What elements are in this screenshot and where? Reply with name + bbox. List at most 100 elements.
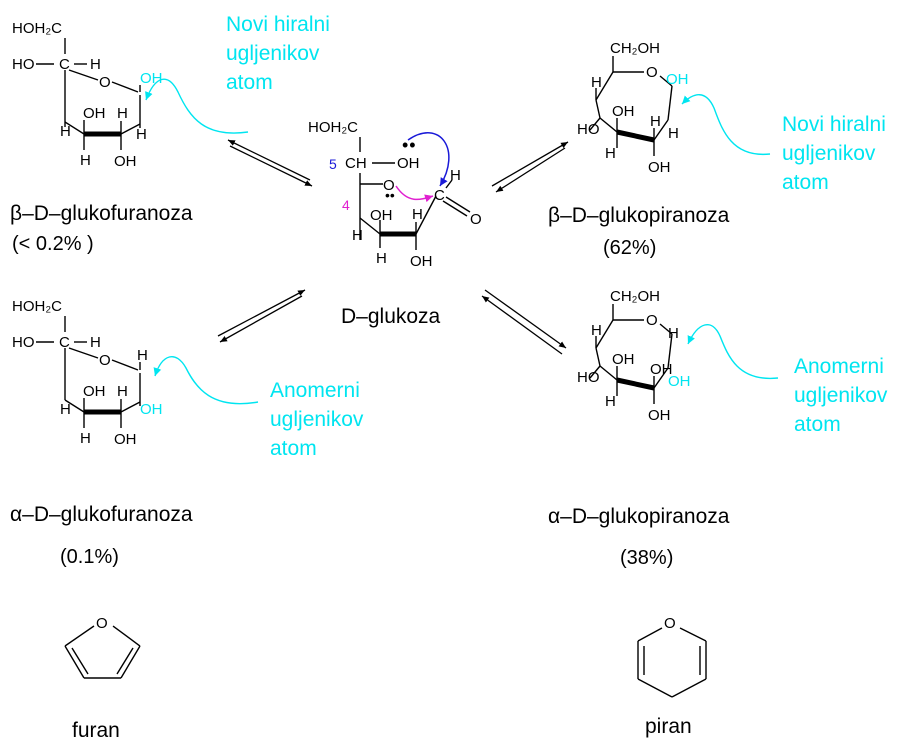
anomeric-oh-label: OH (668, 373, 691, 390)
alpha-glucopyranose-structure: CH₂OH O H HO OH H OH OH H OH (577, 288, 691, 424)
ring-oxygen: O (646, 312, 658, 329)
note-line: Anomerni (270, 379, 360, 402)
h-label: H (650, 113, 661, 130)
oh-label: OH (612, 351, 635, 368)
furan-label: furan (72, 719, 120, 740)
oh-label: OH (648, 407, 671, 424)
equilibrium-arrow-to-alpha-furanose (217, 289, 306, 343)
h-label: H (90, 334, 101, 351)
ch-label: CH (345, 155, 367, 172)
beta-furanose-pointer-arrow (145, 78, 249, 134)
ring-oxygen: O (664, 615, 676, 632)
h-label: H (90, 56, 101, 73)
note-line: ugljenikov (270, 408, 364, 431)
pyran-ring: O (637, 615, 707, 698)
equilibrium-arrow-to-beta-pyranose (491, 141, 569, 193)
h-label: H (668, 125, 679, 142)
h-label: H (117, 383, 128, 400)
h-label: H (136, 126, 147, 143)
oh-label: OH (83, 105, 106, 122)
note-line: Novi hiralni (782, 113, 886, 136)
ho-label: HO (12, 334, 35, 351)
ring-oxygen: O (646, 64, 658, 81)
d-glucose-name: D–glukoza (341, 305, 441, 328)
anomeric-oh-label: OH (140, 401, 163, 418)
h-label: H (117, 105, 128, 122)
beta-pyranose-pointer-arrow (681, 94, 771, 155)
ho-label: HO (577, 121, 600, 138)
h-label: H (412, 206, 423, 223)
note-line: atom (794, 413, 841, 436)
beta-pyranose-percent: (62%) (603, 237, 656, 259)
h-label: H (450, 167, 461, 184)
oh-label: OH (410, 253, 433, 270)
ring-oxygen: O (96, 615, 108, 632)
hydroxyl-oh-label: OH (397, 155, 420, 172)
alpha-furanose-name: α–D–glukofuranoza (10, 503, 193, 526)
beta-glucopyranose-structure: CH₂OH O H HO OH H H OH OH H (577, 40, 689, 176)
oh-label: OH (114, 153, 137, 170)
furan-ring: O (64, 615, 141, 679)
beta-furanose-name: β–D–glukofuranoza (10, 202, 193, 225)
note-line: atom (270, 437, 317, 460)
c-label: C (59, 56, 70, 73)
hoh2c-label: HOH₂C (12, 20, 62, 37)
alpha-pyranose-percent: (38%) (620, 547, 673, 569)
h-label: H (352, 227, 363, 244)
note-line: ugljenikov (782, 142, 876, 165)
carbon-5-number: 5 (329, 156, 337, 172)
ho-label: HO (577, 369, 600, 386)
ring-oxygen: O (99, 74, 111, 91)
oh-label: OH (370, 207, 393, 224)
alpha-pyranose-name: α–D–glukopiranoza (548, 505, 730, 528)
lone-pair-dots: •• (385, 187, 395, 203)
d-glucose-open-chain-structure: HOH₂C 5 CH OH •• O •• 4 H OH H H OH C H … (308, 119, 482, 270)
h-label: H (605, 145, 616, 162)
note-line: Anomerni (794, 355, 884, 378)
note-line: ugljenikov (226, 42, 320, 65)
alpha-glucofuranose-structure: HOH₂C HO C H O H OH H H OH H OH (12, 298, 163, 448)
hoh2c-label: HOH₂C (308, 119, 358, 136)
beta-pyranose-name: β–D–glukopiranoza (548, 204, 730, 227)
h-label: H (80, 430, 91, 447)
oh-label: OH (648, 159, 671, 176)
equilibrium-arrow-to-alpha-pyranose (481, 289, 567, 355)
h-label: H (80, 152, 91, 169)
blue-electron-arrow (407, 132, 450, 187)
oh-label: OH (114, 431, 137, 448)
h-label: H (591, 74, 602, 91)
alpha-pyranose-pointer-arrow (687, 324, 779, 380)
ch2oh-label: CH₂OH (610, 288, 660, 305)
oh-label: OH (650, 361, 673, 378)
alpha-furanose-pointer-arrow (153, 356, 259, 405)
anomeric-oh-label: OH (140, 70, 163, 87)
h-label: H (60, 123, 71, 140)
lone-pair-dots: •• (402, 135, 417, 155)
pyran-label: piran (645, 715, 692, 738)
h-label: H (591, 322, 602, 339)
beta-furanose-percent: (< 0.2% ) (12, 233, 94, 255)
h-label: H (60, 401, 71, 418)
hoh2c-label: HOH₂C (12, 298, 62, 315)
h-label: H (376, 250, 387, 267)
alpha-furanose-percent: (0.1%) (60, 546, 119, 568)
ring-oh-label: O (383, 177, 395, 194)
h-label: H (668, 325, 679, 342)
equilibrium-arrow-to-beta-furanose (227, 139, 313, 187)
magenta-electron-arrow (395, 185, 434, 203)
c-label: C (59, 334, 70, 351)
note-line: atom (782, 171, 829, 194)
note-line: ugljenikov (794, 384, 888, 407)
carbon-4-number: 4 (342, 197, 350, 213)
ho-label: HO (12, 56, 35, 73)
h-label: H (137, 347, 148, 364)
h-label: H (605, 393, 616, 410)
ch2oh-label: CH₂OH (610, 40, 660, 57)
anomeric-oh-label: OH (666, 71, 689, 88)
carbonyl-oxygen-label: O (470, 211, 482, 228)
ring-oxygen: O (99, 352, 111, 369)
beta-glucofuranose-structure: HOH₂C HO C H O H OH H H OH OH H (12, 20, 163, 170)
oh-label: OH (612, 103, 635, 120)
